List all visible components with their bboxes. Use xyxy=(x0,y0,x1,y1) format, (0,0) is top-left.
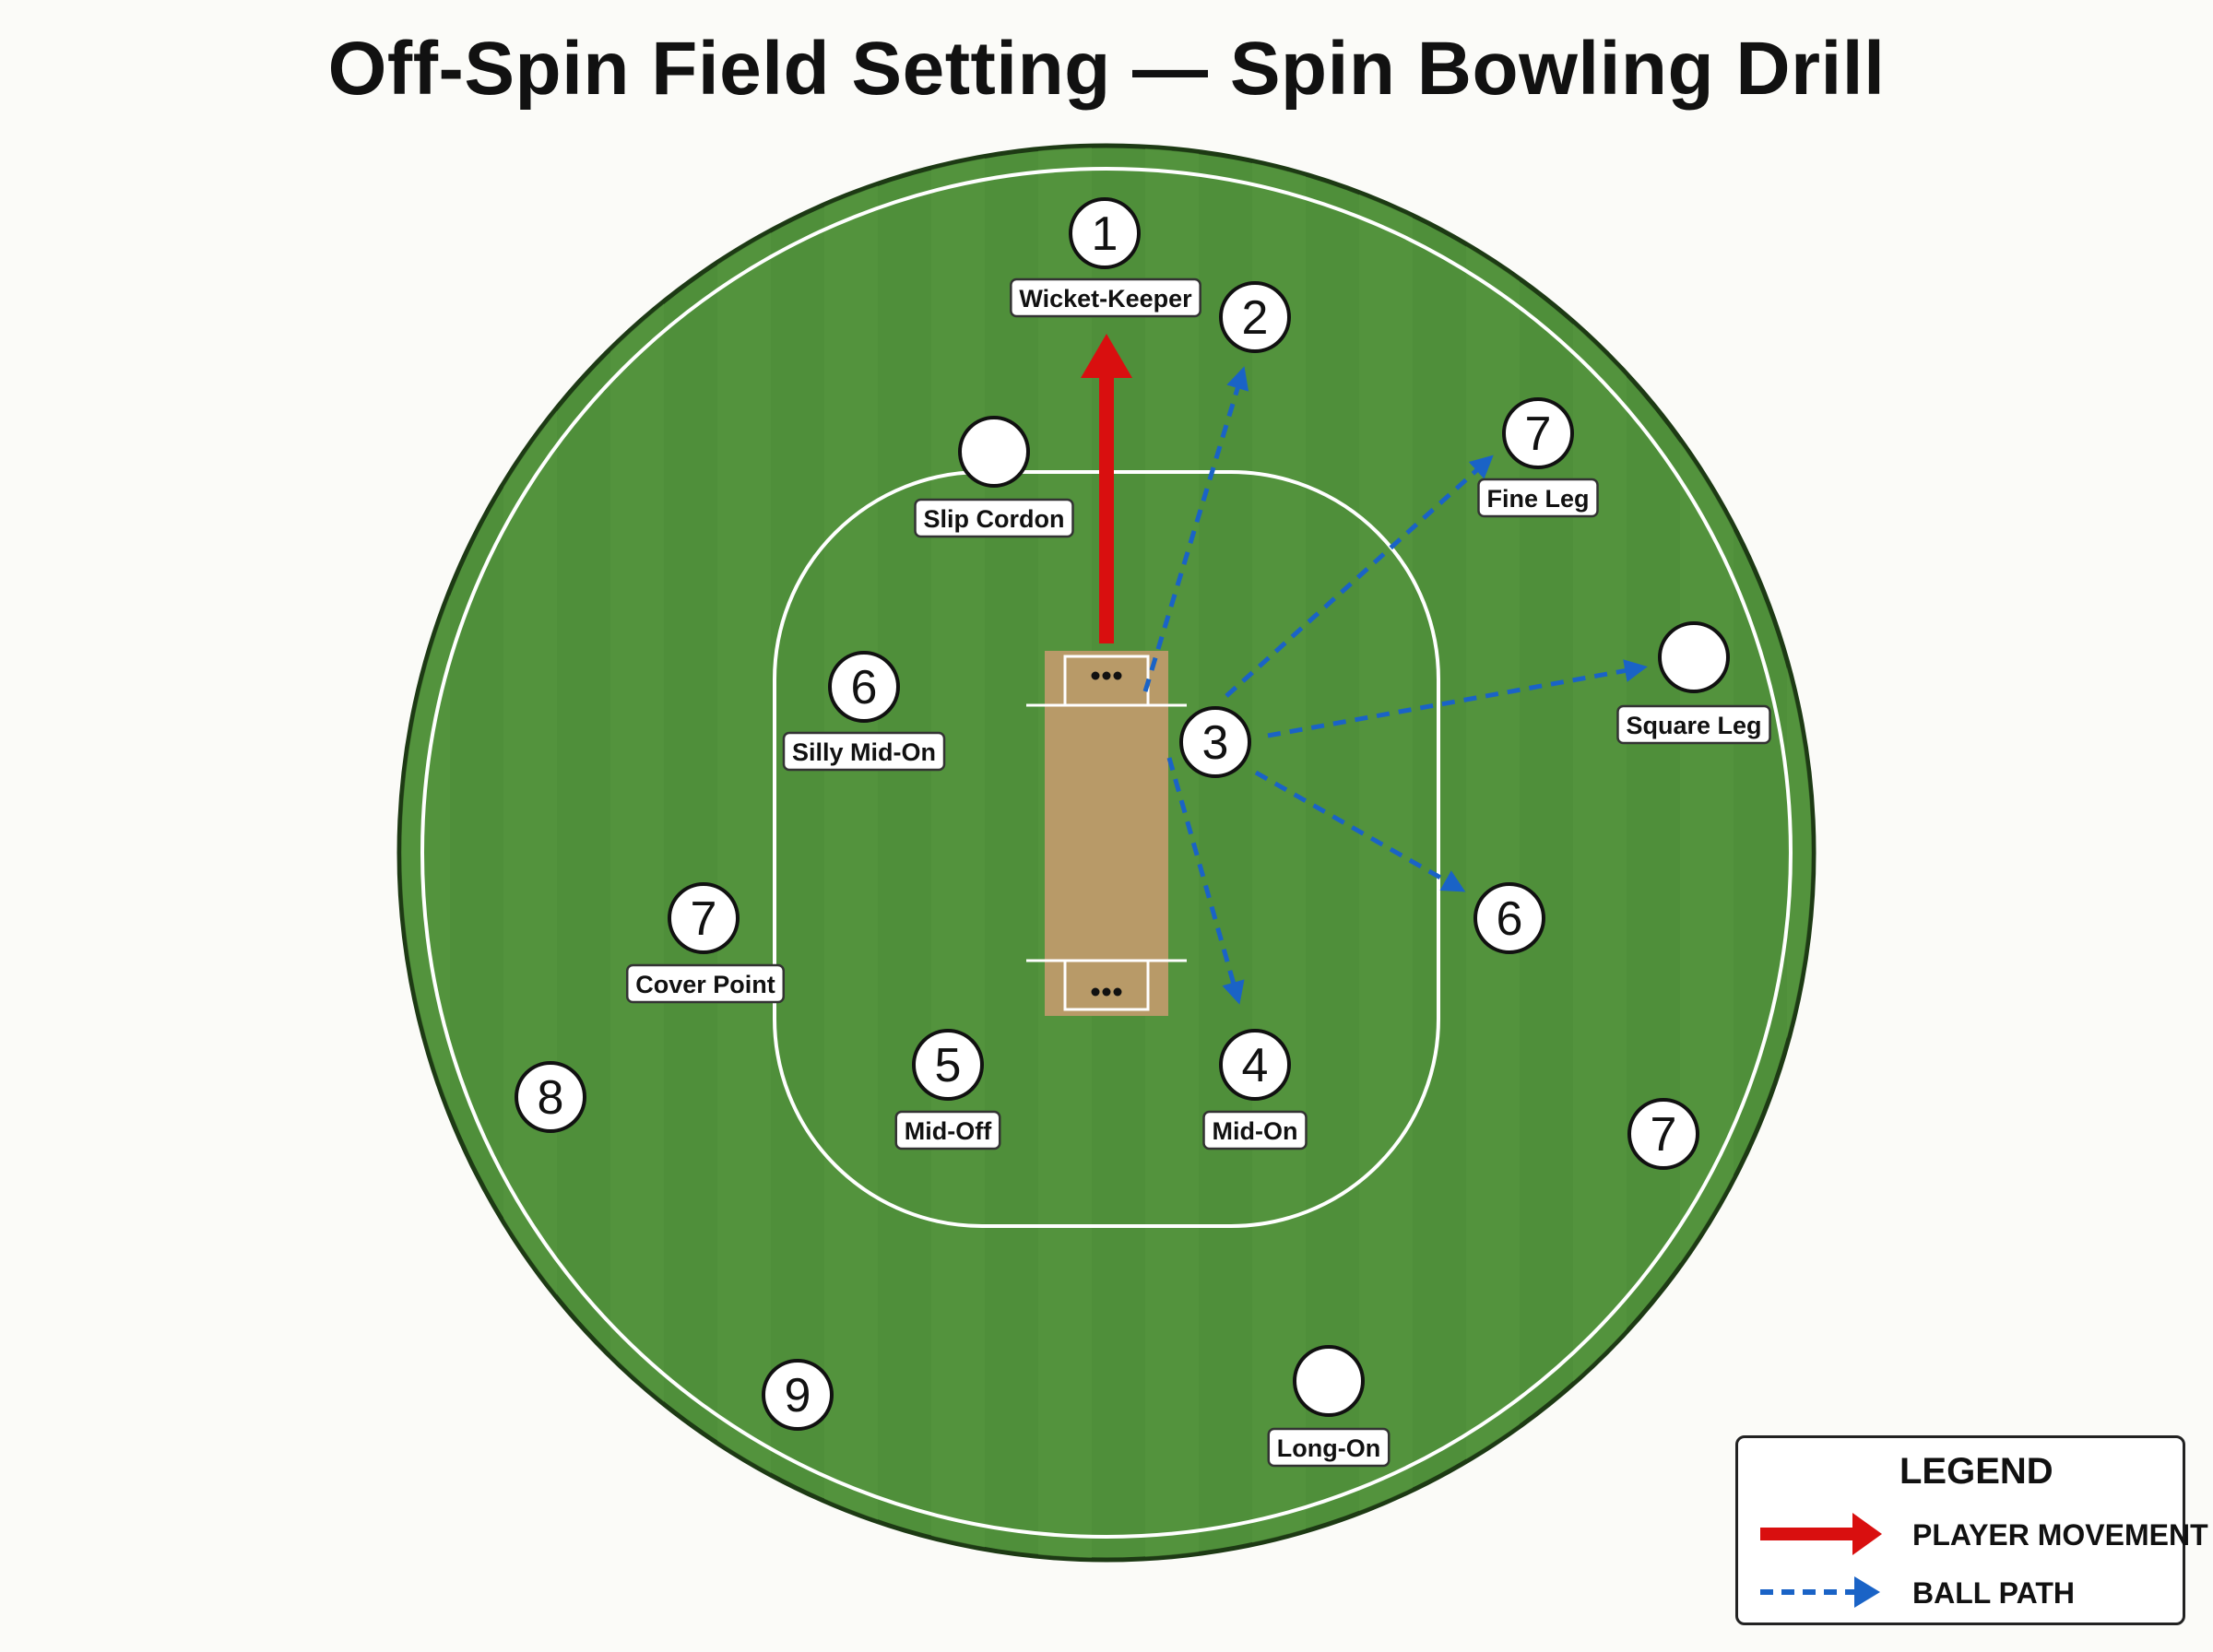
legend-box: LEGEND PLAYER MOVEMENT BALL PATH xyxy=(1735,1435,2208,1625)
fielder-label: Silly Mid-On xyxy=(792,738,936,766)
fielder-number: 6 xyxy=(851,661,878,714)
legend-label-player-movement: PLAYER MOVEMENT xyxy=(1912,1518,2208,1552)
fielder-marker xyxy=(1219,281,1291,353)
legend-item-player-movement: PLAYER MOVEMENT xyxy=(1751,1507,2208,1563)
fielder-number: 5 xyxy=(935,1039,962,1092)
fielder-squareleg: Square Leg xyxy=(1616,621,1771,745)
fielder-longon: Long-On xyxy=(1267,1345,1391,1468)
fielder-label: Mid-On xyxy=(1213,1117,1298,1145)
player-movement-arrow xyxy=(1081,334,1132,643)
fielder-marker xyxy=(1069,197,1141,269)
fielder-number: 7 xyxy=(691,892,717,946)
fielder-marker xyxy=(1473,882,1545,954)
label-box xyxy=(1010,277,1201,318)
label-box xyxy=(782,731,946,772)
fielder-number: 2 xyxy=(1242,291,1269,345)
fielder-8: 8 xyxy=(515,1061,586,1133)
fielder-marker xyxy=(828,651,900,723)
ball-paths xyxy=(1142,366,1648,1005)
fielder-label-tag: Square Leg xyxy=(1616,704,1771,745)
label-box xyxy=(1267,1427,1391,1468)
fielder-3: 3 xyxy=(1179,706,1251,778)
legend-label-ball-path: BALL PATH xyxy=(1912,1576,2075,1610)
fielder-label-tag: Fine Leg xyxy=(1477,478,1599,518)
ball-path-to-2 xyxy=(1142,366,1249,692)
fielder-label-tag: Long-On xyxy=(1267,1427,1391,1468)
ball-path-to-fine-leg xyxy=(1225,454,1494,698)
fielder-label-tag: Mid-On xyxy=(1202,1110,1308,1150)
fielder-marker xyxy=(1219,1029,1291,1101)
fielder-marker xyxy=(1293,1345,1365,1417)
pitch-strip xyxy=(1045,651,1168,1016)
fielder-label: Long-On xyxy=(1277,1434,1380,1462)
ball-path-to-mid-on xyxy=(1166,757,1245,1005)
fielder-marker xyxy=(1658,621,1730,693)
fielder-label: Wicket-Keeper xyxy=(1019,285,1192,313)
fielder-number: 7 xyxy=(1651,1108,1677,1162)
fielder-6b: 6 xyxy=(1473,882,1545,954)
stumps-bottom xyxy=(1091,987,1122,997)
stumps-top xyxy=(1091,671,1122,680)
fielder-marker xyxy=(912,1029,984,1101)
fielder-marker xyxy=(1502,397,1574,469)
label-box xyxy=(1477,478,1599,518)
fielder-label: Cover Point xyxy=(635,971,775,998)
fielder-number: 8 xyxy=(538,1071,564,1125)
legend-item-ball-path: BALL PATH xyxy=(1751,1565,2175,1621)
fielder-7c: 7 xyxy=(1627,1098,1699,1170)
fielder-marker xyxy=(958,416,1030,488)
pitch xyxy=(1026,651,1187,1016)
fielder-label-tag: Cover Point xyxy=(625,963,786,1004)
fielder-number: 1 xyxy=(1092,207,1118,261)
fielder-number: 3 xyxy=(1202,716,1229,770)
label-box xyxy=(1202,1110,1308,1150)
fielder-number: 7 xyxy=(1525,407,1552,461)
ball-path-to-6 xyxy=(1254,770,1466,892)
fielder-label-tag: Wicket-Keeper xyxy=(1010,277,1201,318)
label-box xyxy=(625,963,786,1004)
label-box xyxy=(914,498,1074,538)
blue-dashed-arrow-icon xyxy=(1760,1576,1880,1608)
fielder-marker xyxy=(668,882,740,954)
fielder-2: 2 xyxy=(1219,281,1291,353)
diagram-title: Off-Spin Field Setting — Spin Bowling Dr… xyxy=(327,27,1886,111)
fielder-slip: Slip Cordon xyxy=(914,416,1074,538)
fielder-label: Square Leg xyxy=(1626,712,1761,739)
fielder-label: Slip Cordon xyxy=(924,505,1065,533)
fielder-label-tag: Silly Mid-On xyxy=(782,731,946,772)
fielder-label: Mid-Off xyxy=(905,1117,992,1145)
ball-path-to-square-leg xyxy=(1267,659,1648,738)
red-solid-arrow-icon xyxy=(1760,1513,1882,1555)
fielder-number: 4 xyxy=(1242,1039,1269,1092)
fielder-marker xyxy=(515,1061,586,1133)
fielder-marker xyxy=(762,1359,834,1431)
fielder-marker xyxy=(1627,1098,1699,1170)
fielder-number: 6 xyxy=(1497,892,1523,946)
fielder-label: Fine Leg xyxy=(1486,485,1589,513)
label-box xyxy=(1616,704,1771,745)
fielder-9: 9 xyxy=(762,1359,834,1431)
fielder-number: 9 xyxy=(785,1369,811,1422)
boundary-rope xyxy=(420,167,1793,1539)
legend-title: LEGEND xyxy=(1899,1451,2053,1492)
return-crease-bottom xyxy=(1063,959,1150,1011)
fielder-marker xyxy=(1179,706,1251,778)
fielder-label-tag: Slip Cordon xyxy=(914,498,1074,538)
fielder-label-tag: Mid-Off xyxy=(894,1110,1001,1150)
label-box xyxy=(894,1110,1001,1150)
